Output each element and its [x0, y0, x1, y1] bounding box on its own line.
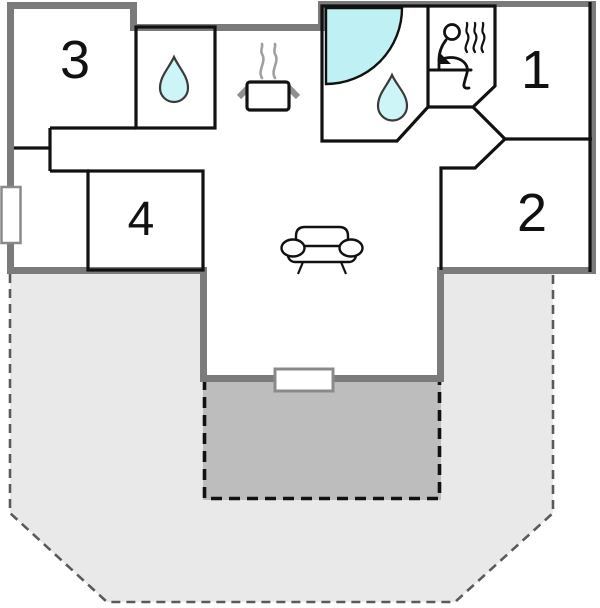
- window-icon: [0, 185, 22, 245]
- bathroom-walls: [134, 25, 217, 130]
- cooking-pot-icon: [236, 42, 301, 112]
- hall-walls: [14, 126, 136, 173]
- sofa-legs: [296, 261, 348, 275]
- interior-walls: [14, 2, 592, 272]
- sauna-person-leg: [437, 56, 471, 90]
- room-1-walls: [471, 105, 592, 141]
- sofa-arm-left: [280, 238, 306, 258]
- room-4-label: 4: [128, 193, 155, 246]
- wall-kitchen-top: [130, 24, 325, 31]
- room-4-walls: [86, 169, 205, 272]
- wall-top-right: [318, 1, 596, 7]
- wall-step-left: [130, 2, 137, 29]
- room-3-label: 3: [60, 30, 90, 90]
- wall-top-left: [7, 2, 137, 9]
- wall-bottom-right: [437, 267, 596, 274]
- terrace-dashed-outline: [8, 274, 555, 604]
- wall-right: [589, 1, 596, 274]
- door-icon: [273, 367, 335, 393]
- water-drop-icon: [158, 54, 190, 104]
- sofa-icon: [280, 225, 364, 275]
- water-drop-icon: [376, 72, 409, 122]
- sauna-icon: [427, 21, 486, 90]
- wall-living-left: [200, 267, 207, 382]
- room-2-label: 2: [517, 183, 547, 243]
- pot-body: [245, 80, 291, 112]
- wall-left: [7, 2, 14, 274]
- shower-icon: [324, 6, 404, 86]
- sauna-person-head: [443, 23, 461, 41]
- covered-terrace-area: [203, 379, 441, 500]
- covered-terrace-dashed-border: [202, 379, 442, 501]
- room-1-label: 1: [521, 40, 551, 100]
- room-labels: 3 1 2 4: [60, 30, 551, 246]
- wall-living-right: [437, 267, 444, 382]
- steam-icon: [259, 42, 278, 80]
- shower-room-walls: [320, 4, 430, 143]
- sofa-arm-right: [338, 238, 364, 258]
- steam-icon: [464, 21, 486, 54]
- sauna-room-walls: [428, 4, 497, 109]
- room-2-walls: [439, 137, 507, 270]
- covered-terrace: [202, 379, 442, 501]
